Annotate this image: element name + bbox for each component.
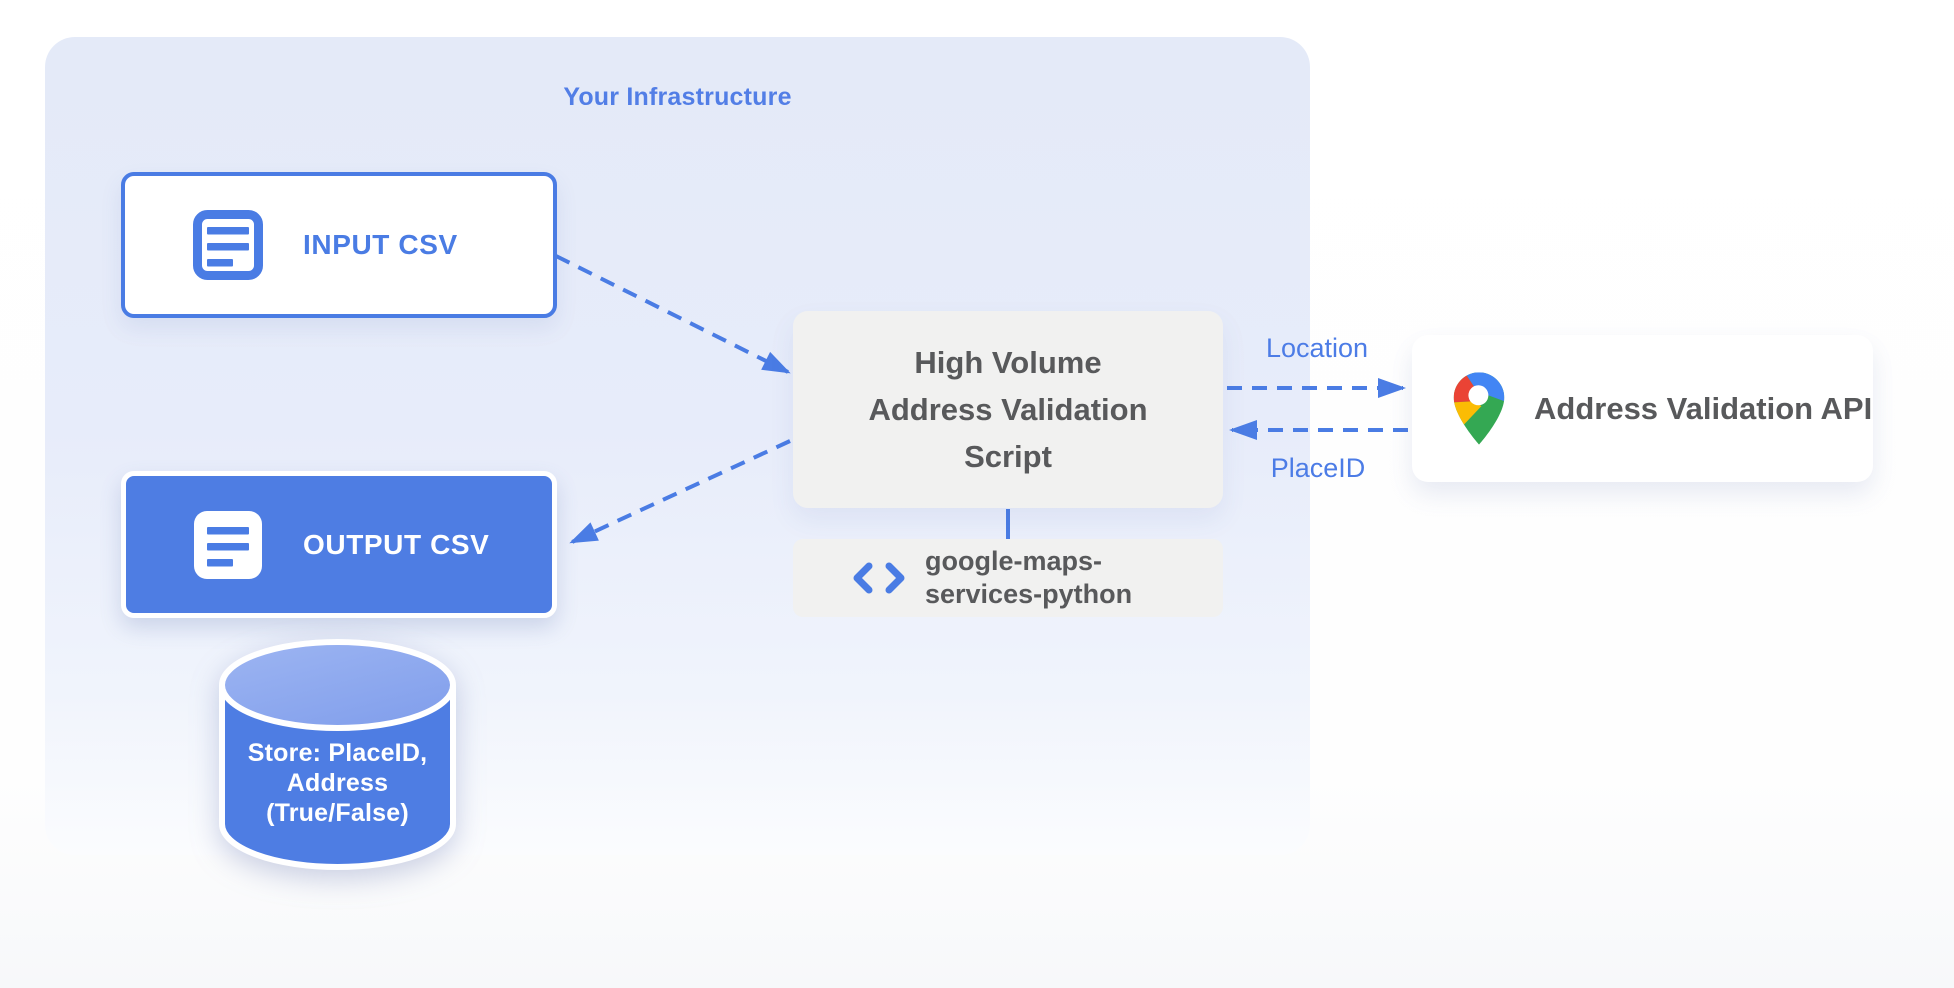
input-csv-label: INPUT CSV xyxy=(303,229,458,260)
api-node: Address Validation API xyxy=(1412,335,1873,482)
datastore-cylinder: Store: PlaceID, Address (True/False) xyxy=(215,636,460,876)
document-icon xyxy=(194,510,262,579)
location-flow-label: Location xyxy=(1265,333,1369,363)
input-csv-node: INPUT CSV xyxy=(121,172,557,318)
api-label: Address Validation API xyxy=(1534,390,1873,426)
database-icon xyxy=(219,639,456,870)
output-csv-node: OUTPUT CSV xyxy=(121,471,557,618)
library-node: google-maps- services-python xyxy=(793,539,1223,617)
placeid-flow-label: PlaceID xyxy=(1270,453,1366,483)
code-icon xyxy=(853,562,905,594)
google-maps-pin-icon xyxy=(1453,372,1505,445)
library-label: google-maps- services-python xyxy=(925,546,1133,609)
script-label: High Volume Address Validation Script xyxy=(868,345,1148,474)
script-node: High Volume Address Validation Script xyxy=(793,311,1223,508)
datastore-label: Store: PlaceID, Address (True/False) xyxy=(247,739,428,827)
output-csv-label: OUTPUT CSV xyxy=(303,528,490,560)
infrastructure-title: Your Infrastructure xyxy=(563,83,792,111)
document-icon xyxy=(193,210,263,280)
